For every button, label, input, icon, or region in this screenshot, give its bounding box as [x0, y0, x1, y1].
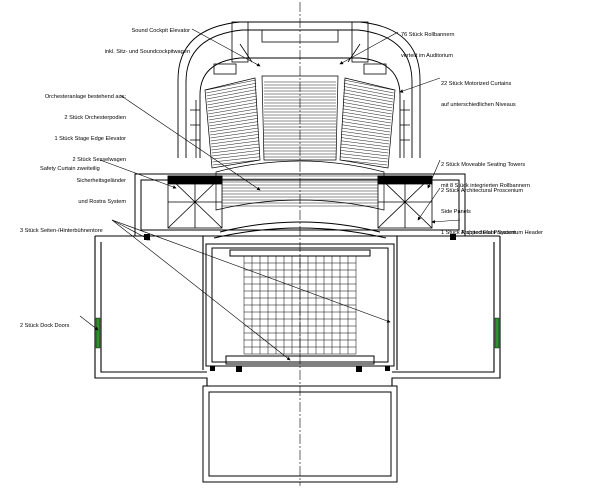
- hatch-line: [340, 153, 388, 160]
- hatch-line: [211, 140, 259, 148]
- hatch-line: [206, 86, 257, 97]
- hatch-line: [210, 134, 259, 142]
- hatch-line: [341, 137, 390, 145]
- leader-lines: [79, 28, 461, 361]
- seat-rows: [205, 79, 395, 207]
- rear-stage: [202, 385, 398, 483]
- hatch-line: [209, 118, 258, 127]
- hatch-line: [208, 111, 258, 121]
- side-boxes: [190, 100, 410, 158]
- annotation-side-doors: 3 Stück Seiten-/Hinterbühnentore: [20, 228, 103, 234]
- hatch-line: [342, 105, 392, 115]
- hatch-line: [343, 79, 395, 91]
- hatch-line: [207, 95, 257, 106]
- annotation-sound-cockpit: Sound Cockpit Elevator inkl. Sitz- und S…: [104, 28, 190, 55]
- annotation-orchestra: Orchesteranlage bestehend aus: 2 Stück O…: [44, 94, 126, 205]
- annotation-proscenium: 2 Stück Architectural Proscenium Side Pa…: [441, 188, 543, 236]
- hatch-line: [208, 105, 258, 115]
- hatch-line: [341, 124, 391, 133]
- hatch-line: [341, 130, 390, 139]
- columns: [144, 234, 456, 372]
- hatch-line: [212, 156, 260, 163]
- proscenium-zone: [134, 173, 466, 239]
- hatch-line: [340, 156, 388, 163]
- hatch-line: [211, 150, 260, 157]
- hatch-line: [211, 146, 260, 154]
- hatch-line: [210, 137, 259, 145]
- hatch-line: [207, 102, 258, 112]
- hatch-line: [341, 140, 389, 148]
- seating-blocks: [204, 75, 396, 211]
- hatch-line: [342, 108, 392, 118]
- hatch-line: [210, 130, 259, 139]
- hatch-line: [343, 82, 394, 94]
- hatch-line: [343, 98, 393, 109]
- hatch-line: [205, 79, 257, 91]
- hatch-line: [211, 143, 260, 151]
- hatch-line: [342, 111, 392, 121]
- hatch-line: [212, 153, 260, 160]
- annotation-seating-towers: 2 Stück Moveable Seating Towers mit 8 St…: [441, 162, 530, 189]
- hatch-line: [208, 114, 258, 124]
- annotation-curtains: 22 Stück Motorized Curtains auf untersch…: [441, 81, 516, 108]
- annotation-rollbanner: 76 Stück Rollbannern verteilt im Auditor…: [401, 32, 455, 59]
- hatch-line: [343, 89, 394, 100]
- hatch-line: [206, 89, 257, 100]
- hatch-line: [342, 102, 393, 112]
- rear-entrances: [213, 21, 387, 75]
- seating-tower-left: [167, 175, 223, 229]
- hatch-line: [341, 134, 390, 142]
- annotation-safety-curtain: Safety Curtain zweiteilig: [40, 166, 100, 172]
- hatch-line: [343, 95, 393, 106]
- trapped-floor-grid: [243, 255, 357, 355]
- hatch-line: [208, 108, 258, 118]
- hatch-line: [340, 146, 389, 154]
- hatch-line: [342, 114, 392, 124]
- hatch-line: [209, 124, 259, 133]
- annotation-trapped-floor: Trapped Floor System: [461, 230, 517, 236]
- seating-tower-right: [377, 175, 433, 229]
- hatch-line: [340, 143, 389, 151]
- hatch-line: [340, 159, 388, 166]
- hatch-line: [206, 82, 257, 94]
- hatch-line: [342, 121, 391, 130]
- dock-door-right: [494, 317, 500, 349]
- hatch-line: [343, 86, 394, 97]
- hatch-line: [207, 98, 257, 109]
- hatch-line: [341, 127, 390, 136]
- annotation-dock-doors: 2 Stück Dock Doors: [20, 323, 70, 329]
- dock-door-left: [95, 317, 101, 349]
- hatch-line: [210, 127, 259, 136]
- hatch-line: [209, 121, 258, 130]
- hatch-line: [342, 118, 391, 127]
- hatch-line: [212, 159, 260, 166]
- hatch-line: [340, 150, 389, 157]
- hatch-line: [207, 92, 257, 103]
- hatch-line: [343, 92, 393, 103]
